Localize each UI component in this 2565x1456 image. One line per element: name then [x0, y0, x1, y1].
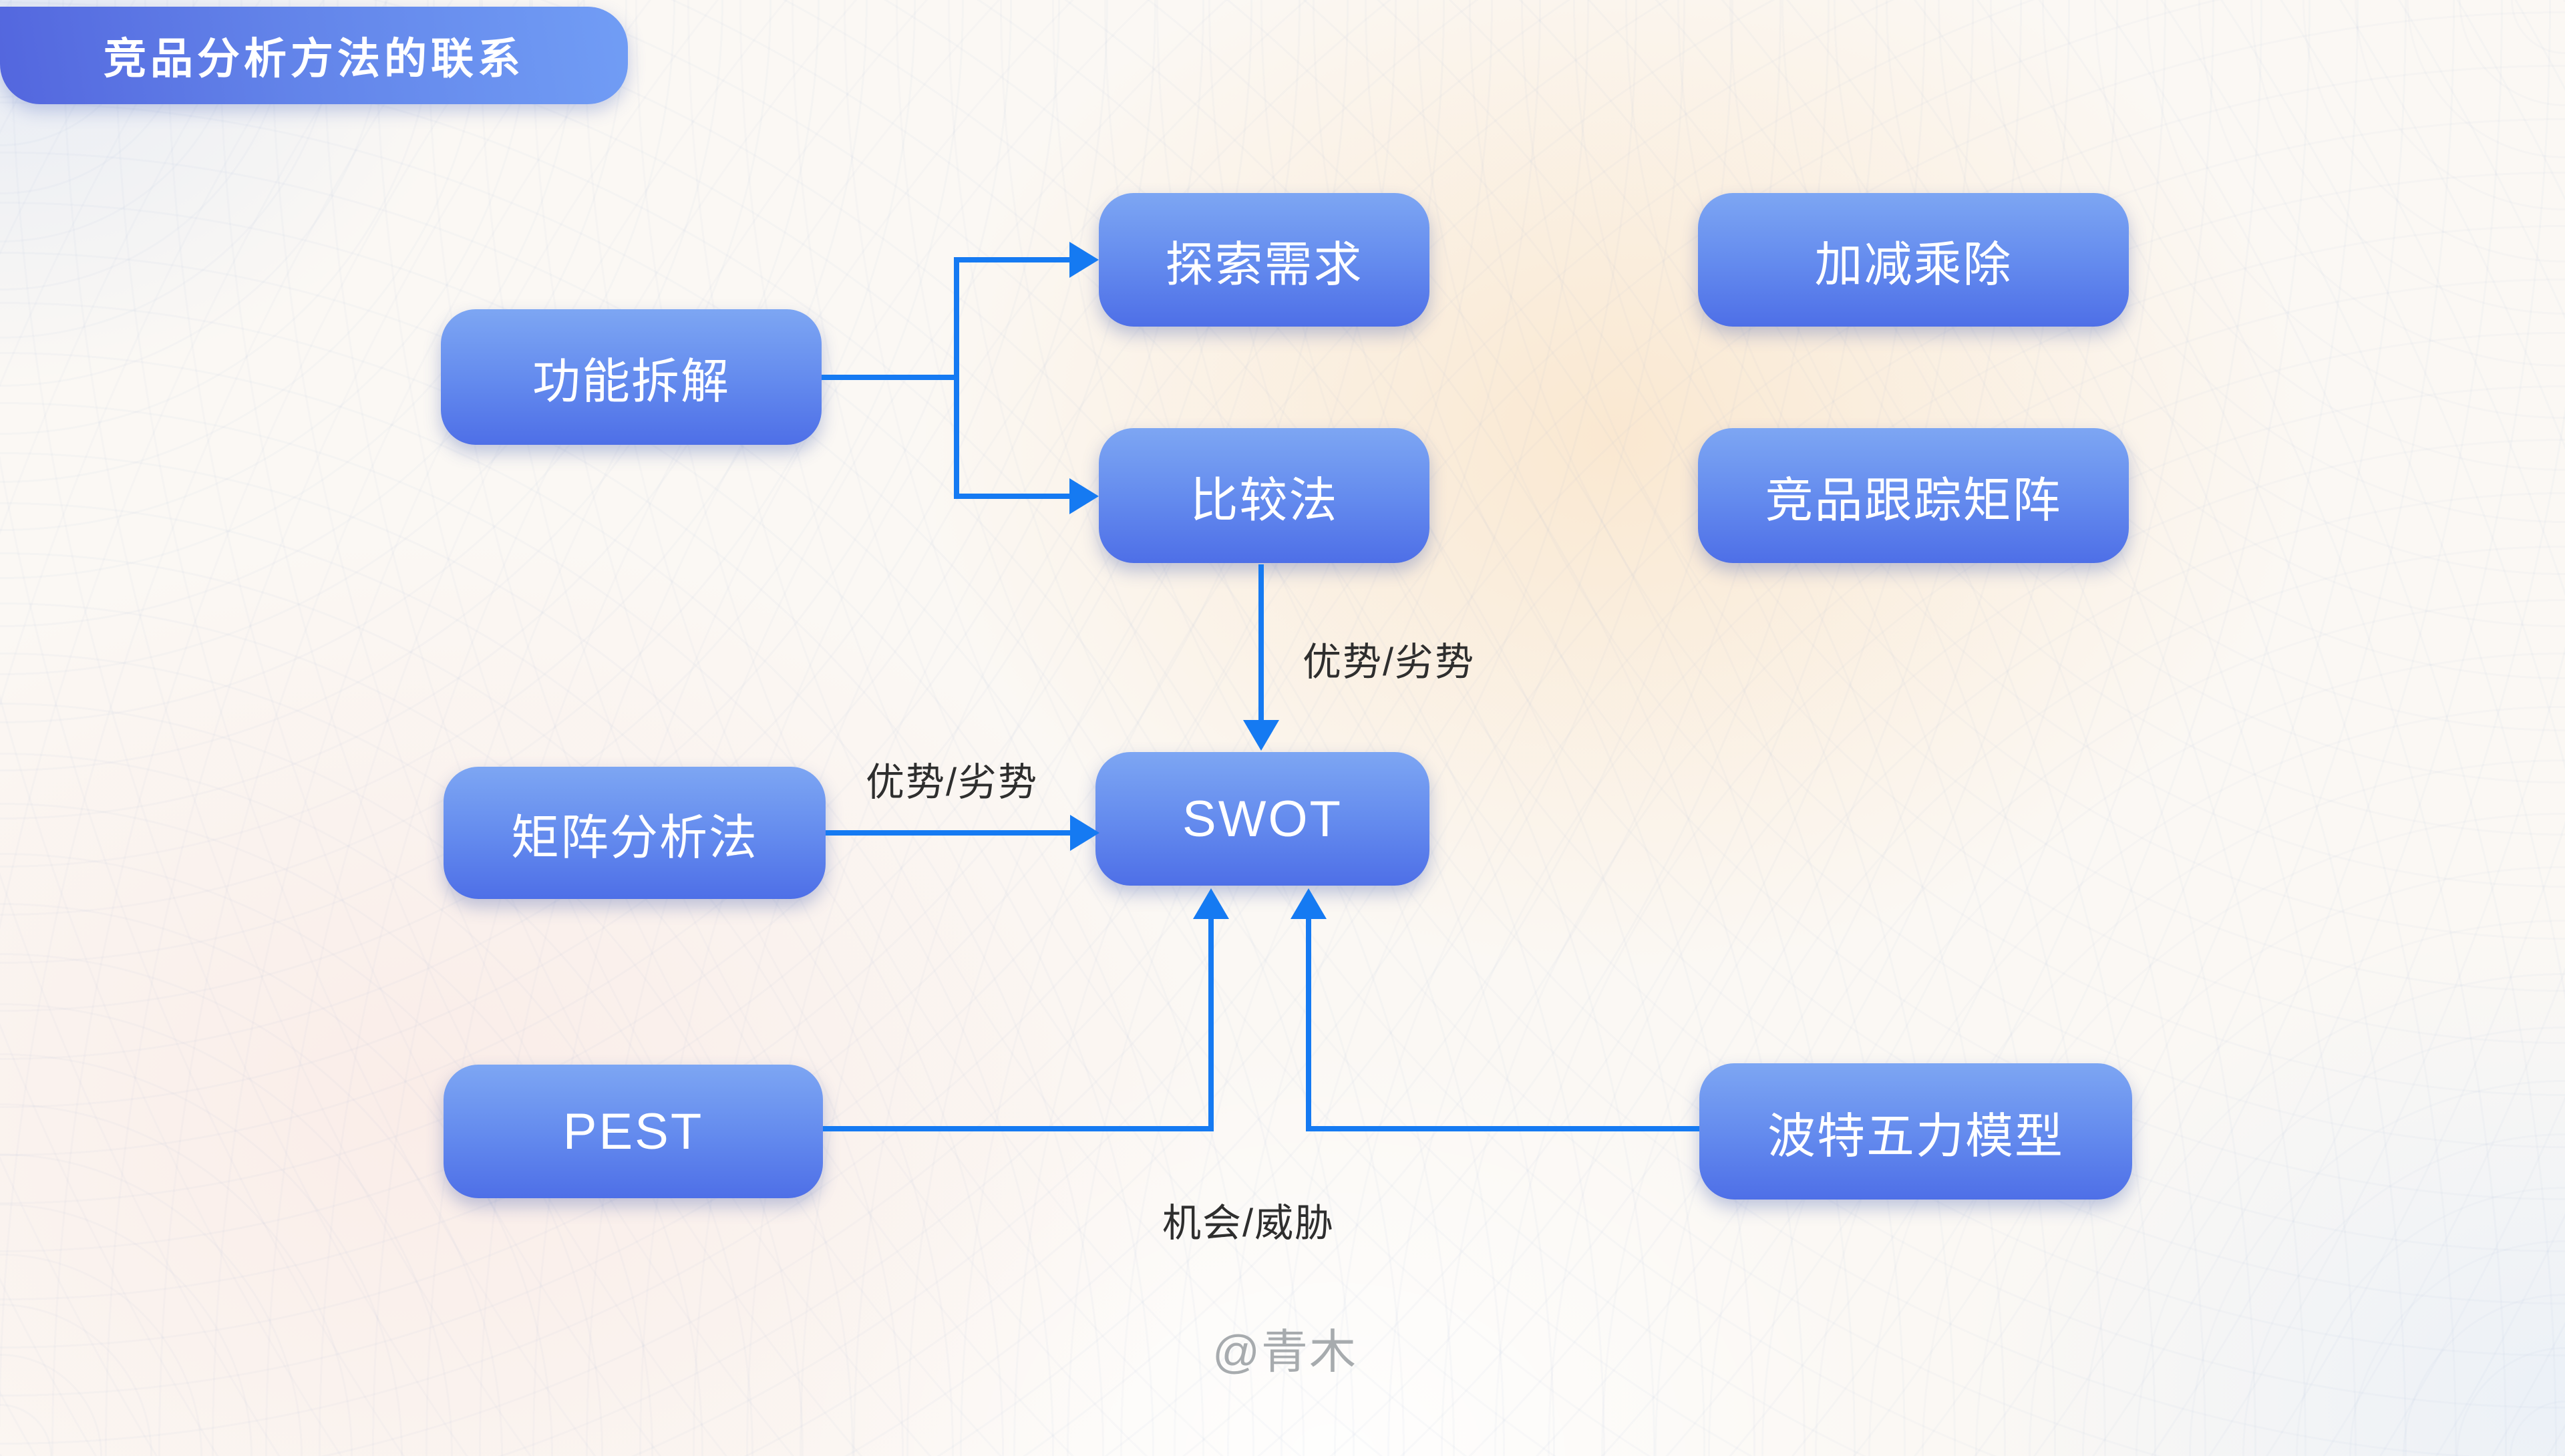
node-label: 比较法	[1190, 474, 1339, 528]
arrowhead-into-swot-bottom-left-icon	[1193, 888, 1229, 919]
node-pest: PEST	[444, 1065, 823, 1198]
node-label: SWOT	[1182, 790, 1343, 848]
watermark: @青木	[1212, 1326, 1358, 1378]
node-label: 功能拆解	[532, 355, 730, 409]
edge-porter-horizontal-line	[1306, 1126, 1699, 1131]
node-label: 加减乘除	[1814, 238, 2013, 292]
edge-label-pest-porter-to-swot: 机会/威胁	[1162, 1202, 1335, 1245]
arrowhead-into-explore-demand-icon	[1069, 242, 1099, 278]
node-explore-demand: 探索需求	[1099, 193, 1429, 327]
title-badge: 竞品分析方法的联系	[0, 7, 628, 104]
edge-branch-to-comparison-line	[954, 494, 1071, 499]
edge-label-matrix-to-swot: 优势/劣势	[866, 761, 1039, 804]
node-swot: SWOT	[1095, 752, 1429, 886]
arrowhead-into-comparison-icon	[1069, 478, 1099, 514]
arrowhead-into-swot-bottom-right-icon	[1291, 888, 1327, 919]
node-label: 探索需求	[1165, 238, 1363, 292]
edge-porter-vertical-line	[1306, 916, 1311, 1131]
arrowhead-into-swot-top-icon	[1243, 720, 1279, 751]
page-title: 竞品分析方法的联系	[104, 35, 524, 83]
node-feature-decomposition: 功能拆解	[441, 309, 822, 445]
edge-matrix-to-swot-line	[826, 830, 1073, 836]
node-matrix-analysis: 矩阵分析法	[444, 767, 826, 899]
edge-pest-vertical-line	[1208, 916, 1214, 1131]
edge-comparison-to-swot-line	[1258, 564, 1264, 723]
node-label: 矩阵分析法	[510, 811, 758, 865]
node-porter-five-forces: 波特五力模型	[1699, 1063, 2132, 1200]
arrowhead-into-swot-left-icon	[1070, 815, 1099, 851]
node-comparison-method: 比较法	[1099, 428, 1429, 563]
edge-label-comparison-to-swot: 优势/劣势	[1303, 641, 1476, 684]
node-label: PEST	[562, 1103, 704, 1160]
edge-branch-to-explore-line	[954, 257, 1071, 262]
edge-feature-to-branch-line	[822, 375, 957, 380]
node-label: 竞品跟踪矩阵	[1765, 474, 2062, 528]
node-add-subtract-multiply-divide: 加减乘除	[1698, 193, 2129, 327]
edge-pest-horizontal-line	[823, 1126, 1214, 1131]
edge-branch-vertical-line	[954, 257, 959, 499]
node-competitor-tracking-matrix: 竞品跟踪矩阵	[1698, 428, 2129, 563]
node-label: 波特五力模型	[1767, 1109, 2064, 1163]
